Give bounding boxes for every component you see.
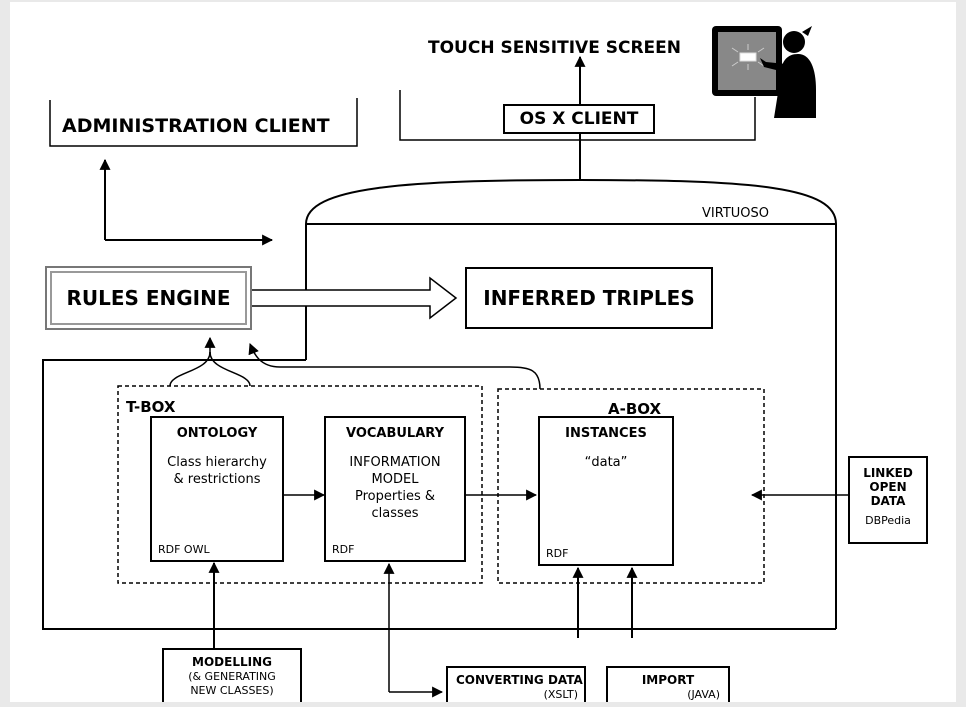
converting-title: CONVERTING DATA [456, 673, 583, 687]
ontology-line2: & restrictions [173, 472, 261, 487]
screen-frame-line [399, 90, 756, 141]
vocabulary-line4: classes [371, 506, 419, 521]
touch-screen-label: TOUCH SENSITIVE SCREEN [428, 38, 681, 58]
rules-engine-label: RULES ENGINE [66, 286, 231, 310]
abox-area [497, 388, 765, 584]
virtuoso-base [42, 359, 836, 630]
inferred-triples-label: INFERRED TRIPLES [483, 286, 695, 310]
inferred-triples-box[interactable]: INFERRED TRIPLES [465, 267, 713, 329]
converting-sub: (XSLT) [543, 688, 578, 701]
linked-open-data-box[interactable]: LINKED OPEN DATA DBPedia [848, 456, 928, 544]
instances-title: INSTANCES [565, 426, 647, 441]
lod-line3: DATA [870, 494, 906, 508]
vocabulary-line1: INFORMATION [349, 455, 441, 470]
converting-data-box[interactable]: CONVERTING DATA (XSLT) [446, 666, 586, 702]
modelling-line2: (& GENERATING [188, 670, 276, 683]
modelling-box[interactable]: MODELLING (& GENERATING NEW CLASSES) [162, 648, 302, 702]
virtuoso-label: VIRTUOSO [702, 206, 769, 221]
lod-sub: DBPedia [865, 514, 911, 527]
import-title: IMPORT [641, 673, 695, 687]
person-touching-screen-icon [712, 26, 816, 118]
os-x-client-box[interactable]: OS X CLIENT [503, 104, 655, 134]
lod-line1: LINKED [863, 466, 913, 480]
vocabulary-line3: Properties & [355, 489, 435, 504]
instances-line1: “data” [584, 455, 628, 470]
rules-to-inferred-hollow-arrow [249, 276, 458, 320]
lod-line2: OPEN [869, 480, 907, 494]
vocabulary-title: VOCABULARY [345, 426, 444, 441]
diagram-canvas: TOUCH SENSITIVE SCREEN OS X CLIENT ADMIN… [10, 2, 956, 702]
tbox-to-rules-right [209, 351, 251, 387]
instances-footer: RDF [546, 547, 569, 560]
instances-box[interactable]: INSTANCES “data” RDF [538, 416, 674, 566]
vocabulary-line2: MODEL [371, 472, 419, 487]
modelling-line1: MODELLING [192, 655, 272, 669]
vocabulary-box[interactable]: VOCABULARY INFORMATION MODEL Properties … [324, 416, 466, 562]
tbox-label: T-BOX [126, 398, 176, 416]
rules-engine-box[interactable]: RULES ENGINE [45, 266, 252, 330]
tbox-area [117, 385, 483, 584]
ontology-title: ONTOLOGY [176, 426, 258, 441]
tbox-to-rules-left [169, 351, 211, 387]
ontology-line1: Class hierarchy [167, 455, 267, 470]
abox-label: A-BOX [608, 400, 662, 418]
virtuoso-dome [304, 178, 838, 225]
ontology-footer: RDF OWL [158, 543, 210, 556]
admin-client-bracket [49, 98, 358, 147]
abox-to-rules-line [248, 342, 541, 390]
import-box[interactable]: IMPORT (JAVA) [606, 666, 730, 702]
os-x-client-label: OS X CLIENT [519, 109, 639, 129]
ontology-box[interactable]: ONTOLOGY Class hierarchy & restrictions … [150, 416, 284, 562]
modelling-line3: NEW CLASSES) [190, 684, 274, 697]
admin-client-label[interactable]: ADMINISTRATION CLIENT [62, 115, 330, 137]
connectors-layer [42, 55, 848, 698]
vocabulary-footer: RDF [332, 543, 355, 556]
import-sub: (JAVA) [687, 688, 720, 701]
